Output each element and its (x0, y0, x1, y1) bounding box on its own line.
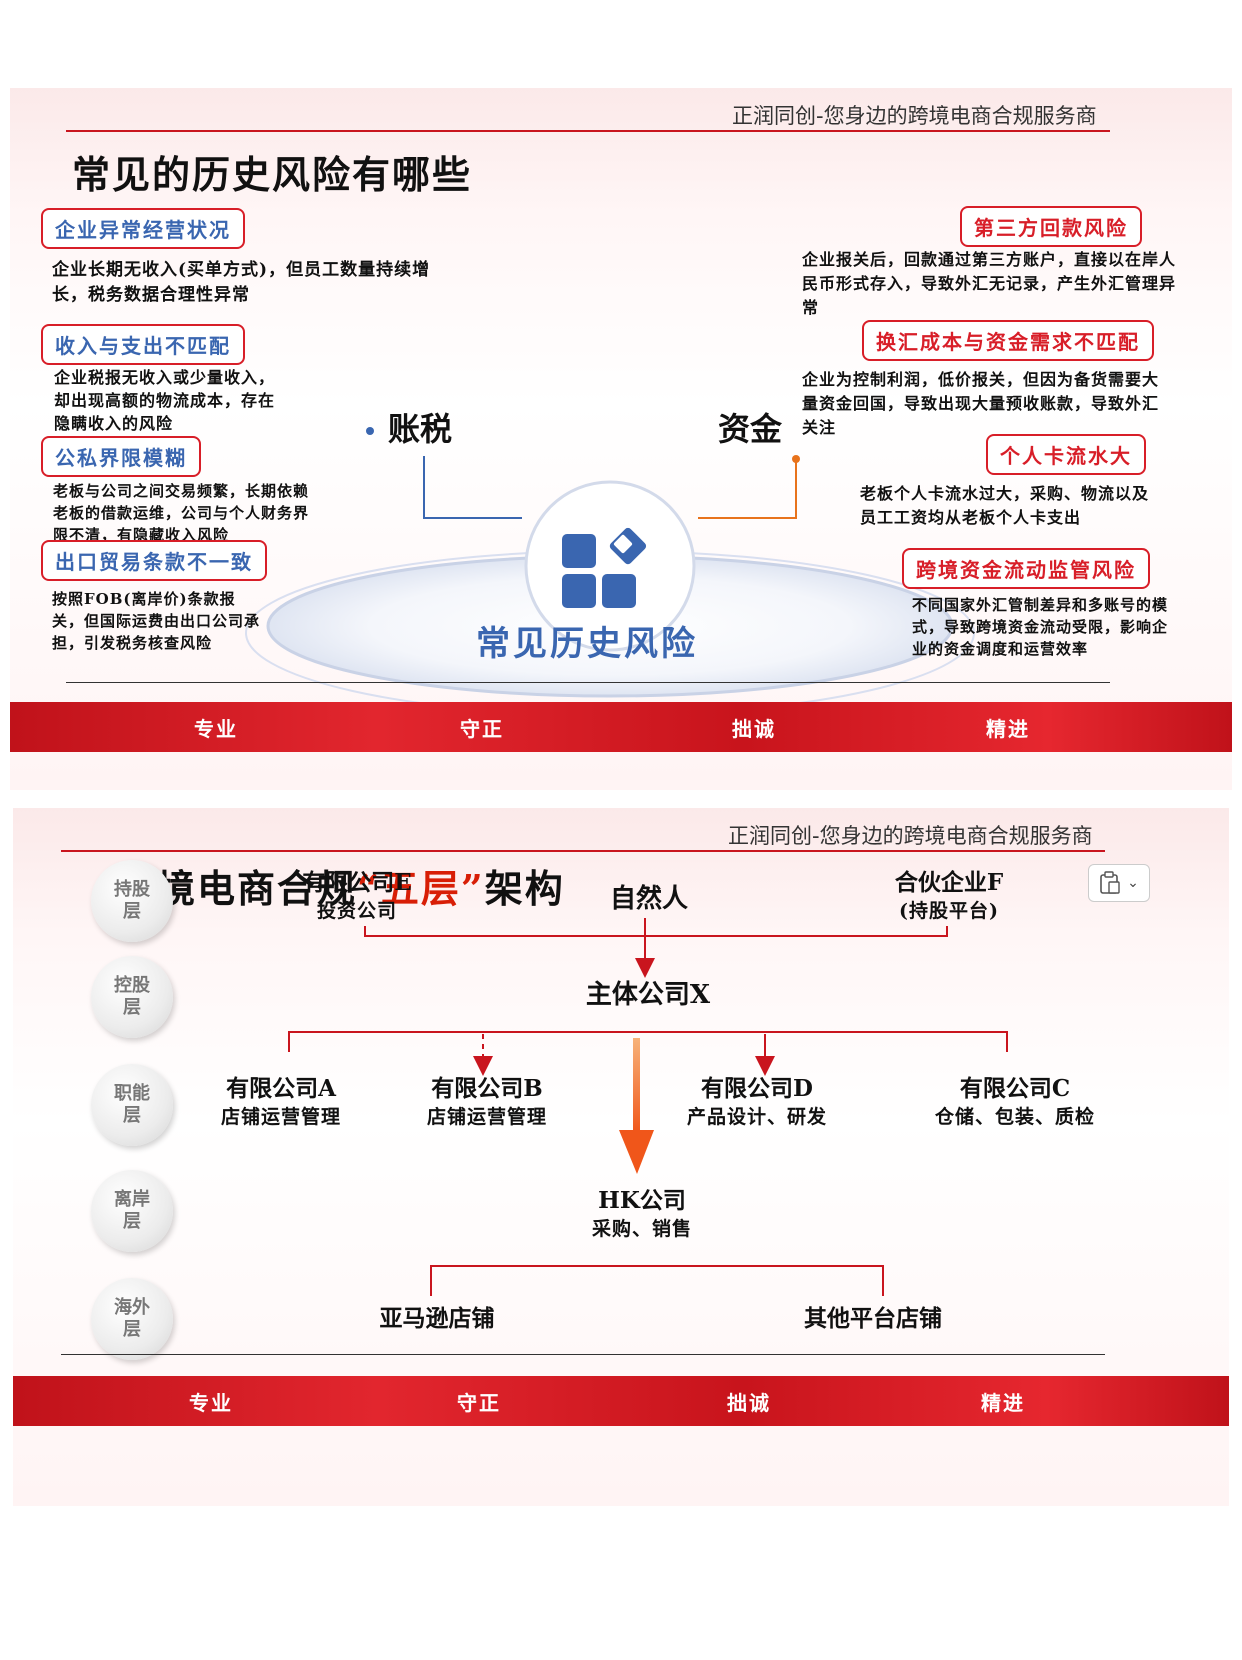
title-suffix: 架构 (484, 866, 565, 911)
risk-desc-trade-terms: 按照FOB(离岸价)条款报关，但国际运费由出口公司承担，引发税务核查风险 (52, 590, 261, 652)
layer-overseas: 海外层 (91, 1278, 173, 1360)
footer-value-3: 拙诚 (732, 717, 776, 741)
risk-desc-abnormal-operation: 企业长期无收入(买单方式)，但员工数量持续增长，税务数据合理性异常 (52, 260, 431, 305)
risk-tag-personal-card: 个人卡流水大 (986, 434, 1146, 475)
label-fund: 资金 (718, 410, 783, 448)
center-title: 常见历史风险 (476, 624, 698, 664)
title-accent: “五层” (357, 866, 485, 911)
footer-value-1: 专业 (189, 1391, 233, 1415)
slide-five-layer-architecture: 正润同创-您身边的跨境电商合规服务商 跨境电商合规“五层”架构 ⌄ 持股层 控股… (13, 808, 1229, 1506)
layer-holding: 持股层 (91, 860, 173, 942)
risk-tag-trade-terms: 出口贸易条款不一致 (41, 540, 267, 581)
node-partnership-f: 合伙企业F (持股平台) (894, 869, 1004, 922)
layer-offshore: 离岸层 (91, 1170, 173, 1252)
node-hk-company: HK公司 采购、销售 (591, 1187, 692, 1240)
risk-desc-personal-card: 老板个人卡流水过大，采购、物流以及员工工资均从老板个人卡支出 (860, 484, 1150, 527)
apps-grid-icon (562, 527, 647, 608)
paste-options-button[interactable]: ⌄ (1088, 864, 1150, 902)
footer-value-2: 守正 (457, 1391, 501, 1415)
header-divider (66, 130, 1110, 132)
risk-desc-exchange-cost: 企业为控制利润，低价报关，但因为备货需要大量资金回国，导致出现大量预收账款，导致… (802, 370, 1160, 437)
node-other-platform-store: 其他平台店铺 (804, 1305, 942, 1332)
node-company-a: 有限公司A 店铺运营管理 (220, 1075, 341, 1128)
layer-functional: 职能层 (91, 1064, 173, 1146)
footer-bar: 专业 守正 拙诚 精进 (13, 1376, 1229, 1426)
label-tax: 账税 (388, 410, 453, 448)
node-company-c: 有限公司C 仓储、包装、质检 (934, 1075, 1095, 1128)
risk-desc-third-party-payment: 企业报关后，回款通过第三方账户，直接以在岸人民币形式存入，导致外汇无记录，产生外… (802, 250, 1177, 317)
header-tagline-2: 正润同创-您身边的跨境电商合规服务商 (728, 824, 1093, 848)
footer-bar: 专业 守正 拙诚 精进 (10, 702, 1232, 752)
node-company-b: 有限公司B 店铺运营管理 (426, 1075, 547, 1128)
node-company-d: 有限公司D 产品设计、研发 (686, 1075, 827, 1128)
header-tagline: 正润同创-您身边的跨境电商合规服务商 (732, 104, 1097, 128)
risk-tag-abnormal-operation: 企业异常经营状况 (41, 208, 245, 249)
footer-value-4: 精进 (981, 1391, 1025, 1415)
footer-value-4: 精进 (986, 717, 1030, 741)
risk-desc-blurred-boundary: 老板与公司之间交易频繁，长期依赖老板的借款运维，公司与个人财务界限不清，有隐藏收… (53, 482, 310, 544)
risk-desc-cross-border-fund: 不同国家外汇管制差异和多账号的模式，导致跨境资金流动受限，影响企业的资金调度和运… (912, 596, 1169, 658)
node-natural-person: 自然人 (609, 884, 688, 914)
risk-tag-income-mismatch: 收入与支出不匹配 (41, 324, 245, 365)
footer-divider (61, 1354, 1105, 1355)
risk-tag-blurred-boundary: 公私界限模糊 (41, 436, 201, 477)
risk-tag-third-party-payment: 第三方回款风险 (960, 206, 1142, 247)
footer-value-2: 守正 (460, 717, 504, 741)
footer-value-1: 专业 (194, 717, 238, 741)
org-connectors (288, 918, 1008, 1296)
layer-controlling: 控股层 (91, 956, 173, 1038)
footer-value-3: 拙诚 (727, 1391, 771, 1415)
node-main-company-x: 主体公司X (585, 980, 711, 1010)
node-company-e: 有限公司E 投资公司 (302, 869, 412, 922)
risk-tag-exchange-cost: 换汇成本与资金需求不匹配 (862, 320, 1154, 361)
node-amazon-store: 亚马逊店铺 (379, 1305, 495, 1332)
slide-historical-risks: 正润同创-您身边的跨境电商合规服务商 常见的历史风险有哪些 账税 资金 常见历史… (10, 88, 1232, 790)
clipboard-icon (1100, 871, 1120, 894)
risk-tag-cross-border-fund: 跨境资金流动监管风险 (902, 548, 1150, 589)
footer-divider (66, 682, 1110, 683)
header-divider (61, 850, 1105, 852)
chevron-down-icon: ⌄ (1127, 875, 1139, 891)
page-title: 常见的历史风险有哪些 (72, 152, 473, 197)
risk-desc-income-mismatch: 企业税报无收入或少量收入，却出现高额的物流成本，存在隐瞒收入的风险 (54, 368, 276, 433)
